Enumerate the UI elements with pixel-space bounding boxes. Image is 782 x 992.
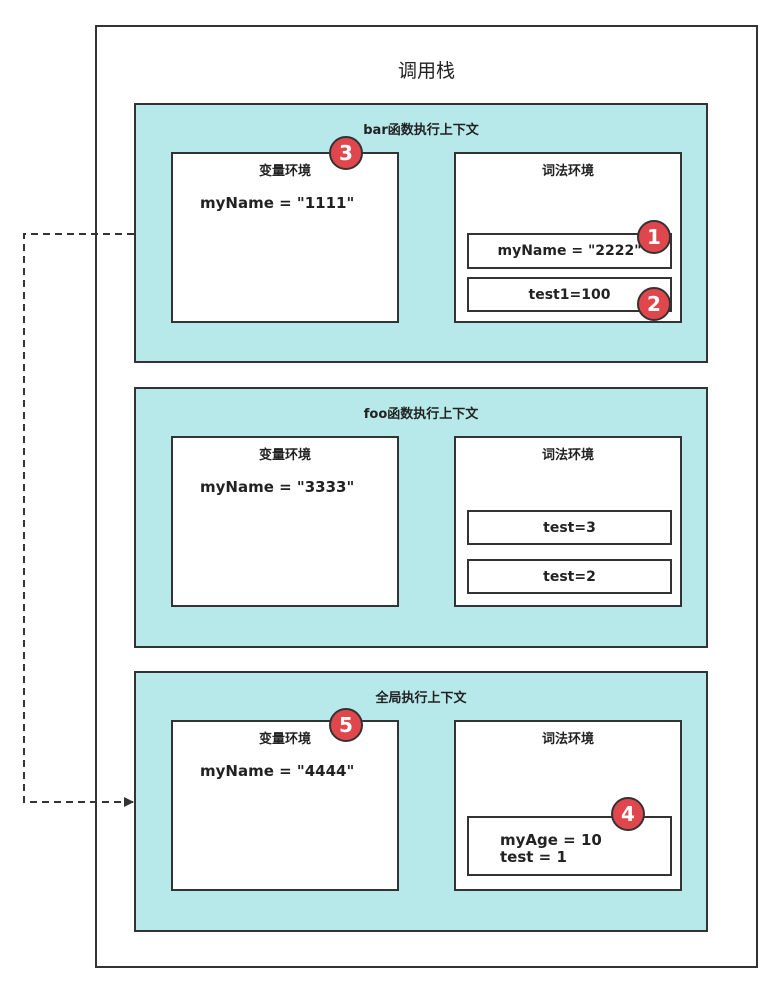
global-lexical-line: test = 1 (500, 848, 567, 866)
foo-lexical-env-title: 词法环境 (541, 448, 594, 463)
step-badge-1: 1 (637, 220, 671, 254)
foo-variable-env-title: 变量环境 (258, 448, 311, 463)
step-badge-5: 5 (329, 708, 363, 742)
step-badge-2: 2 (637, 287, 671, 321)
global-variable-env-title: 变量环境 (258, 732, 311, 747)
step-badge-3: 3 (329, 136, 363, 170)
foo-variable-value: myName = "3333" (200, 478, 355, 496)
foo-lexical-item: test=2 (467, 559, 672, 594)
global-variable-value: myName = "4444" (200, 762, 355, 780)
global-variable-environment (171, 720, 399, 891)
global-lexical-env-title: 词法环境 (541, 732, 594, 747)
bar-lexical-env-title: 词法环境 (541, 164, 594, 179)
foo-context-title: foo函数执行上下文 (363, 407, 479, 422)
bar-variable-env-title: 变量环境 (258, 164, 311, 179)
outer-reference-arrow-line (23, 233, 134, 807)
global-lexical-line: myAge = 10 (500, 831, 602, 849)
bar-variable-environment (171, 152, 399, 323)
step-badge-4: 4 (611, 797, 645, 831)
foo-lexical-item: test=3 (467, 510, 672, 545)
global-context-title: 全局执行上下文 (375, 691, 467, 706)
bar-context-title: bar函数执行上下文 (363, 123, 479, 138)
foo-variable-environment (171, 436, 399, 607)
bar-variable-value: myName = "1111" (200, 194, 355, 212)
call-stack-title: 调用栈 (397, 60, 455, 82)
